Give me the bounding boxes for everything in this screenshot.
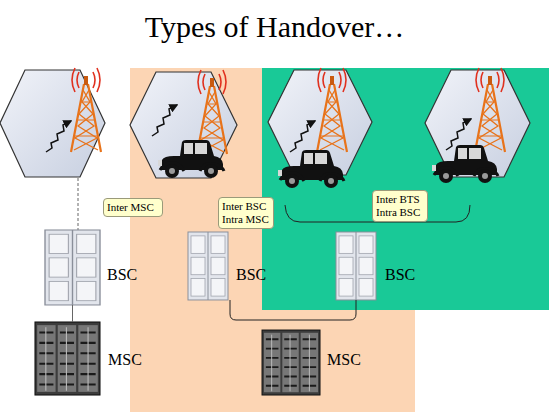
car-icon [158,140,224,178]
bsc-bracket [230,300,356,320]
equipment-label: MSC [108,351,142,369]
car-icon [158,140,498,188]
bsc-region [262,68,549,310]
tag-text: Inter BSC Intra MSC [222,200,270,226]
handover-tag: Inter MSC [103,198,163,217]
diagram-title: Types of Handover… [0,10,549,44]
equipment-label: MSC [327,351,361,369]
link-line [72,305,73,322]
cell-tower [317,68,347,152]
handover-tag: Inter BTS Intra BSC [372,190,428,222]
handover-tag: Inter BSC Intra MSC [218,197,274,229]
msc-node: MSC [262,330,320,395]
bsc-cabinet [45,230,100,305]
equipment-label: BSC [385,266,415,284]
equipment-label: BSC [236,266,266,284]
car-icon [278,150,344,188]
msc-node: MSC [35,322,100,395]
cell-tower [71,68,505,154]
msc-rack [262,330,320,395]
bsc-cabinet [45,230,376,305]
msc-rack [35,322,100,395]
movement-arrow [152,105,177,136]
cell-tower [71,68,101,152]
movement-arrow [290,121,315,152]
cell-tower [475,68,505,152]
bsc-node: BSC [336,232,376,300]
bsc-cabinet [188,232,228,300]
movement-arrow [46,121,71,152]
bsc-cabinet [336,232,376,300]
movement-arrow [46,105,471,152]
msc-rack [35,322,320,395]
equipment-label: BSC [107,266,137,284]
bsc-node: BSC [188,232,228,300]
car-icon [432,145,498,183]
cell-link [78,178,79,230]
tag-text: Inter BTS Intra BSC [376,193,424,219]
tag-text: Inter MSC [107,201,159,214]
bsc-node: BSC [45,230,100,305]
